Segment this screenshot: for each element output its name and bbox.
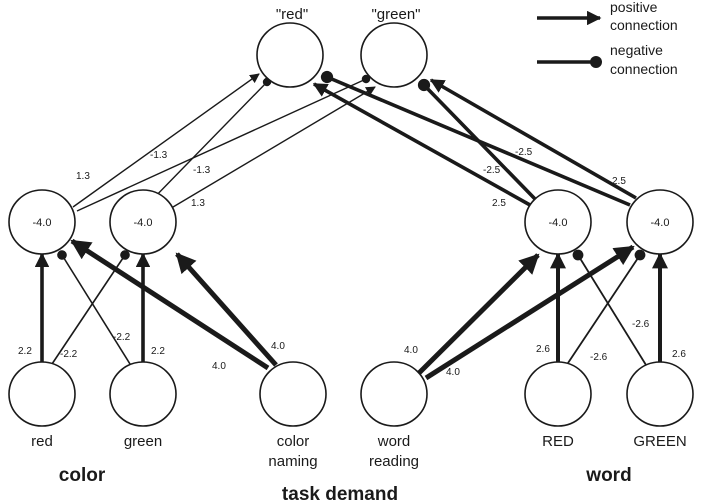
output-label-red: "red" [276,6,308,23]
weight-in-green-to-h-red: -2.2 [113,332,131,343]
weight-color-green-to-green: 1.3 [191,198,205,209]
weight-word-green-to-green: 2.5 [612,176,626,187]
weight-word-green-to-red: -2.5 [515,147,533,158]
weight-cn-to-h-red: 4.0 [212,361,226,372]
input-label-green: green [124,433,162,450]
hidden-value-word-red: -4.0 [549,217,568,229]
input-label-word-reading-2: reading [369,453,419,470]
hidden-value-word-green: -4.0 [651,217,670,229]
weight-cn-to-h-green: 4.0 [271,341,285,352]
input-labels: red green color naming word reading RED … [31,433,687,470]
weight-word-red-to-red: 2.5 [492,198,506,209]
weight-color-green-to-red: -1.3 [193,165,211,176]
edge-in-red-to-h-green [51,250,130,365]
legend-negative-line1: negative [610,42,663,58]
weight-in-GREEN-to-w-red: -2.6 [632,319,650,330]
edge-word-reading-to-w-green [424,244,635,381]
group-label-word: word [585,465,631,486]
legend-positive-line1: positive [610,0,658,15]
edge-word-red-to-out-red [312,82,531,207]
edge-color-red-to-out-green [76,74,371,212]
output-node-green [360,22,428,88]
input-label-red: red [31,433,53,450]
color-input-connections [34,250,151,365]
edge-color-naming-to-h-red [70,238,270,371]
hidden-node-color-red [8,189,76,255]
edge-in-green-to-h-red [57,250,131,365]
edge-word-green-to-out-green [429,78,637,200]
hidden-value-color-green: -4.0 [134,217,153,229]
input-label-RED: RED [542,433,574,450]
hidden-node-word-green [626,189,694,255]
output-label-green: "green" [371,6,420,23]
group-labels: color task demand word [59,465,632,503]
output-node-red [256,22,324,88]
input-label-word-reading-1: word [377,433,411,450]
weight-in-RED-to-w-red: 2.6 [536,344,550,355]
edge-color-red-to-out-red [72,73,260,208]
word-input-connections [550,249,668,367]
input-node-red [8,361,76,427]
input-node-RED [524,361,592,427]
weight-wr-to-w-red: 4.0 [404,345,418,356]
input-label-GREEN: GREEN [633,433,686,450]
hidden-node-word-red [524,189,592,255]
edge-word-reading-to-w-red [417,253,540,375]
group-label-color: color [59,465,106,486]
weight-word-red-to-green: -2.5 [483,165,501,176]
weight-color-red-to-red: 1.3 [76,171,90,182]
input-nodes [8,361,694,427]
edge-in-RED-to-w-green [565,249,646,367]
input-node-color-naming [259,361,327,427]
word-to-output-connections [312,70,637,207]
weight-in-GREEN-to-w-green: 2.6 [672,349,686,360]
edge-color-green-to-out-green [167,86,376,211]
edge-color-naming-to-h-green [175,252,278,367]
legend-positive-line2: connection [610,17,678,33]
input-node-GREEN [626,361,694,427]
legend-negative-dot [590,56,602,68]
input-node-green [109,361,177,427]
weight-labels: 1.3 -1.3 -1.3 1.3 -2.5 -2.5 2.5 2.5 2.2 … [18,147,686,378]
group-label-task-demand: task demand [282,484,398,503]
weight-in-red-to-h-red: 2.2 [18,346,32,357]
hidden-node-color-green [109,189,177,255]
weight-in-green-to-h-green: 2.2 [151,346,165,357]
edge-word-green-to-out-red [320,70,631,207]
input-label-color-naming-2: naming [268,453,317,470]
input-label-color-naming-1: color [277,433,310,450]
hidden-nodes: -4.0 -4.0 -4.0 -4.0 [8,189,694,255]
output-nodes: "red" "green" [256,6,428,88]
weight-in-RED-to-w-green: -2.6 [590,352,608,363]
edge-in-GREEN-to-w-red [572,249,647,366]
color-to-output-connections [72,73,376,212]
hidden-value-color-red: -4.0 [33,217,52,229]
input-node-word-reading [360,361,428,427]
edge-color-green-to-out-red [147,77,272,205]
weight-in-red-to-h-green: -2.2 [60,349,78,360]
weight-wr-to-w-green: 4.0 [446,367,460,378]
task-demand-connections [70,238,635,381]
legend: positive connection negative connection [537,0,678,77]
weight-color-red-to-green: -1.3 [150,150,168,161]
legend-negative-line2: connection [610,61,678,77]
